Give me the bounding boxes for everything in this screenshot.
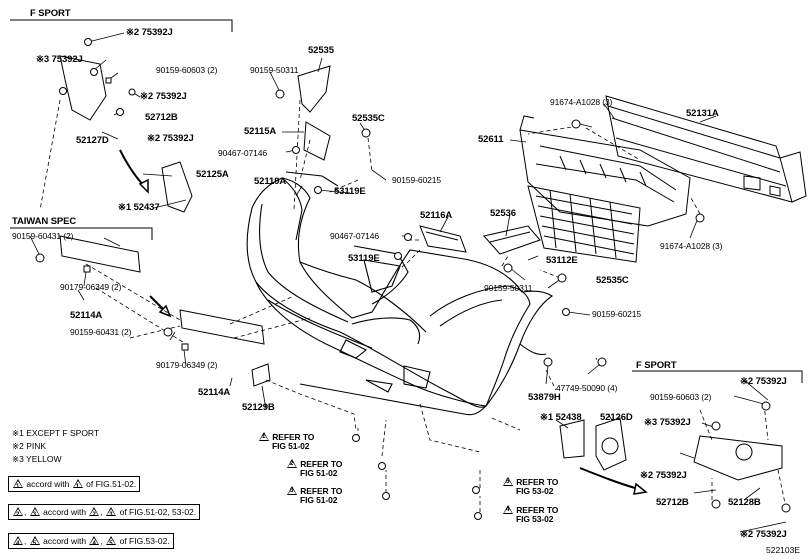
part-label[interactable]: 90159-60603 (2) (650, 392, 712, 402)
fasteners (35, 38, 791, 520)
legend-box: 1 accord with 1 of FIG.51-02. (8, 476, 141, 492)
part-label[interactable]: 52535 (308, 45, 334, 56)
warning-triangle-icon: 5 (106, 536, 117, 547)
warning-triangle-icon: 3 (106, 507, 117, 518)
fsport-top-label: F SPORT (30, 8, 71, 19)
part-label[interactable]: 90159-60215 (392, 175, 442, 185)
part-label[interactable]: 90159-50311 (484, 283, 533, 293)
part-label[interactable]: 52119A (254, 176, 287, 187)
part-label[interactable]: 52115A (244, 126, 277, 137)
part-label[interactable]: ※1 52438 (540, 412, 582, 423)
warning-triangle-icon: 5 (503, 477, 513, 486)
warning-triangle-icon: 3 (29, 507, 40, 518)
bracket-52115a-shape (303, 121, 331, 161)
part-label[interactable]: 52129B (242, 402, 275, 413)
part-label[interactable]: 90467-07146 (218, 148, 268, 158)
part-label[interactable]: 53119E (348, 253, 380, 264)
bracket-52116a-shape (419, 225, 467, 253)
taiwan-spec-label: TAIWAN SPEC (12, 216, 77, 227)
part-label[interactable]: 90179-06349 (2) (60, 282, 122, 292)
part-label[interactable]: 90159-60431 (2) (12, 231, 74, 241)
warning-triangle-icon: 2 (287, 459, 297, 468)
warning-triangle-icon: 1 (259, 432, 269, 441)
warning-triangle-icon: 4 (13, 536, 23, 547)
part-label[interactable]: 52114A (70, 310, 103, 321)
part-label[interactable]: ※2 75392J (640, 470, 687, 481)
warning-triangle-icon: 4 (89, 536, 100, 547)
cover-fsport-shape (693, 435, 783, 481)
taiwan-bracket (10, 227, 153, 240)
warning-triangle-icon: 4 (503, 505, 513, 514)
bracket-52536-shape (483, 225, 541, 255)
plate-52114a-b-shape (179, 309, 265, 345)
fsport-top-bracket (10, 19, 233, 32)
lower-grille-shape (527, 185, 641, 263)
legend-box: 4, 5 accord with 4, 5 of FIG.53-02. (8, 533, 174, 549)
part-label[interactable]: 90159-60215 (592, 309, 642, 319)
legend-box: 2, 3 accord with 2, 3 of FIG.51-02, 53-0… (8, 504, 201, 520)
fsport-bottom-label: F SPORT (636, 360, 677, 371)
warning-triangle-icon: 3 (287, 486, 297, 495)
bezel-52126d-shape (595, 417, 627, 471)
part-label[interactable]: 52126D (600, 412, 633, 423)
part-label[interactable]: 52127D (76, 135, 109, 146)
absorber-shape (519, 115, 691, 227)
bezel-52438-shape (559, 419, 585, 459)
plate-52114a-a-shape (59, 235, 141, 273)
part-label[interactable]: 52535C (352, 113, 385, 124)
warning-triangle-icon: 2 (13, 507, 23, 518)
diagram-code: 522103E (766, 545, 801, 555)
part-label[interactable]: 91674-A1028 (3) (660, 241, 723, 251)
part-label[interactable]: 52611 (478, 134, 504, 145)
warning-triangle-icon: 2 (89, 507, 100, 518)
part-label[interactable]: ※3 75392J (36, 54, 83, 65)
part-label[interactable]: 90159-50311 (250, 65, 299, 75)
part-label[interactable]: 53879H (528, 392, 561, 403)
bracket-52125a-shape (161, 161, 193, 213)
part-label[interactable]: 53119E (334, 186, 366, 197)
bumper-cover-shape (246, 171, 553, 416)
fsport-bottom-bracket (632, 370, 803, 383)
part-label[interactable]: ※2 75392J (147, 133, 194, 144)
part-label[interactable]: 52712B (656, 497, 689, 508)
part-label[interactable]: 91674-A1028 (3) (550, 97, 613, 107)
bracket-52127d-shape (59, 55, 107, 121)
cap-52129b-shape (251, 363, 271, 387)
part-label[interactable]: ※3 75392J (644, 417, 691, 428)
footnote: ※1 EXCEPT F SPORT (12, 428, 100, 438)
bracket-52535-shape (297, 65, 331, 113)
part-label[interactable]: 90159-60603 (2) (156, 65, 218, 75)
part-label[interactable]: 90159-60431 (2) (70, 327, 132, 337)
part-label[interactable]: ※2 75392J (126, 27, 173, 38)
footnote: ※3 YELLOW (12, 454, 62, 464)
reinforcement-bar-shape (605, 95, 807, 203)
part-label[interactable]: 52125A (196, 169, 229, 180)
part-label[interactable]: ※2 75392J (740, 529, 787, 540)
part-label[interactable]: 90467-07146 (330, 231, 380, 241)
part-label[interactable]: 52128B (728, 497, 761, 508)
part-label[interactable]: 52116A (420, 210, 453, 221)
part-label[interactable]: ※1 52437 (118, 202, 160, 213)
part-label[interactable]: ※2 75392J (740, 376, 787, 387)
part-label[interactable]: 53112E (546, 255, 578, 266)
warning-triangle-icon: 1 (72, 479, 83, 490)
part-label[interactable]: 52114A (198, 387, 231, 398)
part-label[interactable]: 52131A (686, 108, 719, 119)
part-label[interactable]: ※2 75392J (140, 91, 187, 102)
part-label[interactable]: 52535C (596, 275, 629, 286)
footnote: ※2 PINK (12, 441, 47, 451)
part-label[interactable]: 52536 (490, 208, 516, 219)
part-label[interactable]: 47749-50090 (4) (556, 383, 618, 393)
warning-triangle-icon: 1 (13, 479, 23, 490)
warning-triangle-icon: 5 (29, 536, 40, 547)
part-label[interactable]: 90179-06349 (2) (156, 360, 218, 370)
part-label[interactable]: 52712B (145, 112, 178, 123)
